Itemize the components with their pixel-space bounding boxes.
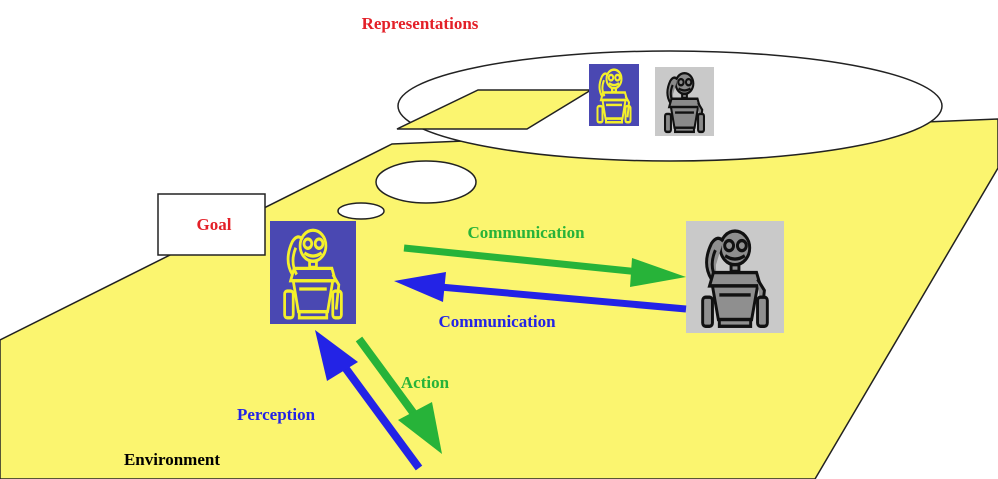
environment-plane	[0, 118, 998, 479]
action-label: Action	[401, 373, 450, 392]
thought-bubble-small	[337, 202, 385, 220]
goal-box	[157, 193, 266, 256]
perception-label: Perception	[237, 405, 316, 424]
thought-bubble-large	[375, 160, 477, 204]
communication-label-bottom: Communication	[438, 312, 556, 331]
perception-arrow	[315, 330, 423, 471]
communication-label-top: Communication	[467, 223, 585, 242]
goal-label: Goal	[197, 215, 232, 234]
communication-arrow-outgoing	[403, 244, 686, 287]
representations-label: Representations	[362, 14, 479, 33]
environment-label: Environment	[124, 450, 220, 469]
representation-agent-icon	[589, 64, 639, 126]
representation-other-agent-icon	[655, 67, 714, 136]
communication-arrow-incoming	[394, 272, 687, 313]
other-agent-robot-icon	[686, 221, 784, 333]
action-arrow	[355, 336, 442, 454]
agent-robot-icon	[270, 221, 356, 324]
